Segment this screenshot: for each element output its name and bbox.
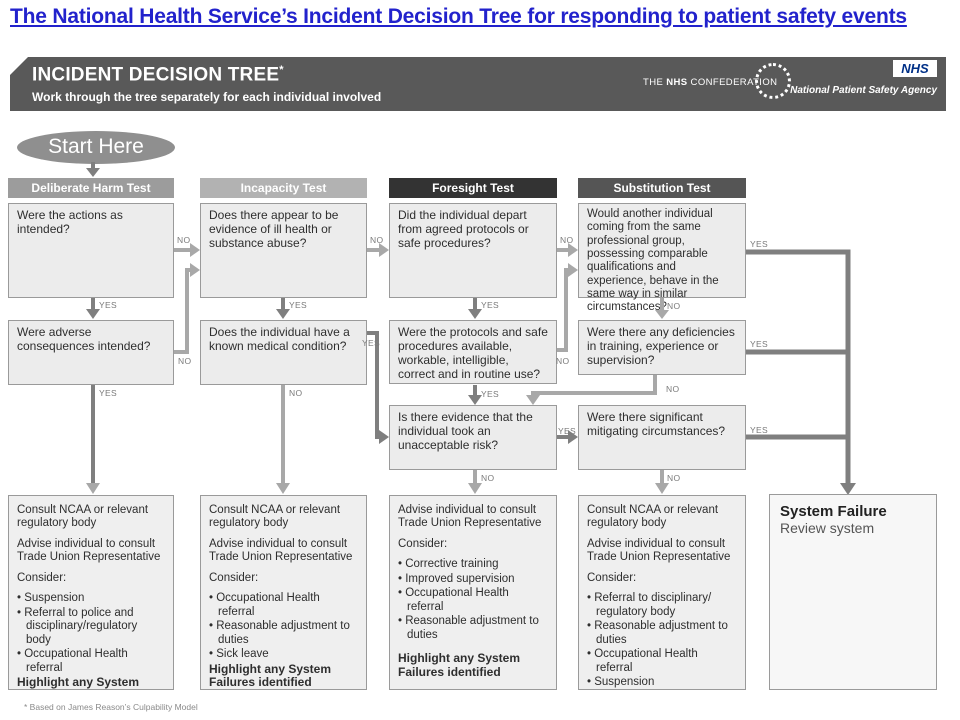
column-header-substitution-test: Substitution Test bbox=[578, 178, 746, 198]
question-substitution-behaviour: Would another individual coming from the… bbox=[578, 203, 746, 313]
edge-label-ft1-yes: YES bbox=[481, 300, 499, 310]
action-bullet: Improved supervision bbox=[398, 573, 548, 586]
npsa-wordmark: National Patient Safety Agency bbox=[790, 85, 937, 96]
edge-label-ft2-no: NO bbox=[556, 356, 570, 366]
banner-title-asterisk: * bbox=[279, 64, 284, 76]
edge-label-dh1-no: NO bbox=[177, 235, 191, 245]
action-bullet: Reasonable adjustment to duties bbox=[209, 620, 358, 647]
edge-label-it1-yes: YES bbox=[289, 300, 307, 310]
action-paragraph: Advise individual to consult Trade Union… bbox=[209, 537, 353, 564]
banner: INCIDENT DECISION TREE* Work through the… bbox=[10, 57, 946, 111]
banner-subtitle: Work through the tree separately for eac… bbox=[32, 90, 382, 104]
action-footer: Highlight any System Failures identified bbox=[209, 661, 332, 690]
action-paragraph: Consider: bbox=[17, 571, 67, 584]
action-bullet: Corrective training bbox=[398, 558, 548, 571]
action-bullet: Reasonable adjustment to duties bbox=[587, 620, 737, 647]
action-box-foresight: Advise individual to consult Trade Union… bbox=[389, 495, 557, 690]
edge-label-st3-no: NO bbox=[667, 473, 681, 483]
edge-label-it2-yes: YES bbox=[362, 338, 380, 348]
question-mitigating-circumstances: Were there significant mitigating circum… bbox=[578, 405, 746, 470]
question-ill-health-evidence: Does there appear to be evidence of ill … bbox=[200, 203, 367, 298]
page-title: The National Health Service’s Incident D… bbox=[10, 5, 907, 28]
question-training-deficiencies: Were there any deficiencies in training,… bbox=[578, 320, 746, 375]
action-paragraph: Advise individual to consult Trade Union… bbox=[17, 537, 161, 564]
confed-confederation: CONFEDERATION bbox=[687, 77, 778, 88]
question-unacceptable-risk: Is there evidence that the individual to… bbox=[389, 405, 557, 470]
edge-label-it1-no: NO bbox=[370, 235, 384, 245]
edge-label-it2-no: NO bbox=[289, 388, 303, 398]
nhs-logo: NHS bbox=[893, 60, 937, 77]
system-failure-title: System Failure bbox=[780, 503, 887, 520]
nhs-confederation-wordmark: THE NHS CONFEDERATION bbox=[643, 77, 777, 88]
edge-label-st3-yes: YES bbox=[750, 425, 768, 435]
question-actions-intended: Were the actions as intended? bbox=[8, 203, 174, 298]
action-bullet: Suspension bbox=[17, 592, 165, 605]
action-bullet: Occupational Health referral bbox=[209, 592, 358, 619]
action-bullet: Occupational Health referral bbox=[398, 587, 548, 614]
edge-label-dh2-no: NO bbox=[178, 356, 192, 366]
system-failure-box: System Failure Review system bbox=[769, 494, 937, 690]
confed-nhs: NHS bbox=[666, 77, 688, 88]
action-bullet: Sick leave bbox=[209, 648, 358, 661]
action-box-incapacity: Consult NCAA or relevant regulatory body… bbox=[200, 495, 367, 690]
confed-the: THE bbox=[643, 77, 667, 88]
action-bullet: Occupational Health referral bbox=[17, 648, 165, 675]
edge-label-dh1-yes: YES bbox=[99, 300, 117, 310]
action-bullet: Reasonable adjustment to duties bbox=[398, 615, 548, 642]
column-header-incapacity-test: Incapacity Test bbox=[200, 178, 367, 198]
edge-label-ft2-yes: YES bbox=[481, 389, 499, 399]
action-bullet: Referral to police and disciplinary/regu… bbox=[17, 607, 165, 647]
footnote: * Based on James Reason’s Culpability Mo… bbox=[24, 702, 198, 712]
edge-label-dh2-yes: YES bbox=[99, 388, 117, 398]
edge-label-ft1-no: NO bbox=[560, 235, 574, 245]
banner-title-text: INCIDENT DECISION TREE bbox=[32, 64, 280, 86]
action-paragraph: Consider: bbox=[398, 537, 448, 550]
nhs-confederation-dotted-circle-icon bbox=[755, 63, 791, 99]
question-protocols-workable: Were the protocols and safe procedures a… bbox=[389, 320, 557, 384]
edge-label-st2-no: NO bbox=[666, 384, 680, 394]
column-header-deliberate-harm-test: Deliberate Harm Test bbox=[8, 178, 174, 198]
action-footer: Highlight any System Failures identified bbox=[398, 651, 521, 680]
action-paragraph: Advise individual to consult Trade Union… bbox=[398, 504, 542, 530]
action-paragraph: Consider: bbox=[209, 571, 259, 584]
action-paragraph: Consider: bbox=[587, 571, 637, 584]
system-failure-subtitle: Review system bbox=[780, 520, 875, 536]
edge-label-st1-no: NO bbox=[667, 301, 681, 311]
question-adverse-consequences: Were adverse consequences intended? bbox=[8, 320, 174, 385]
banner-title: INCIDENT DECISION TREE* bbox=[32, 64, 284, 86]
edge-label-ft3-yes: YES bbox=[558, 426, 576, 436]
start-here-oval: Start Here bbox=[17, 131, 175, 164]
edge-label-ft3-no: NO bbox=[481, 473, 495, 483]
question-departed-protocols: Did the individual depart from agreed pr… bbox=[389, 203, 557, 298]
action-paragraph: Consult NCAA or relevant regulatory body bbox=[17, 504, 149, 530]
action-paragraph: Consult NCAA or relevant regulatory body bbox=[209, 504, 341, 530]
action-box-deliberate-harm: Consult NCAA or relevant regulatory body… bbox=[8, 495, 174, 690]
edge-label-st1-yes: YES bbox=[750, 239, 768, 249]
action-footer: Highlight any System Failures identified bbox=[17, 674, 140, 689]
column-header-foresight-test: Foresight Test bbox=[389, 178, 557, 198]
edge-label-st2-yes: YES bbox=[750, 339, 768, 349]
action-bullet: Occupational Health referral bbox=[587, 648, 737, 675]
question-known-medical-condition: Does the individual have a known medical… bbox=[200, 320, 367, 385]
action-paragraph: Consult NCAA or relevant regulatory body bbox=[587, 504, 719, 530]
action-box-substitution: Consult NCAA or relevant regulatory body… bbox=[578, 495, 746, 690]
action-bullet: Referral to disciplinary/ regulatory bod… bbox=[587, 592, 737, 619]
action-paragraph: Advise individual to consult Trade Union… bbox=[587, 537, 731, 564]
action-bullet: Suspension bbox=[587, 676, 737, 689]
